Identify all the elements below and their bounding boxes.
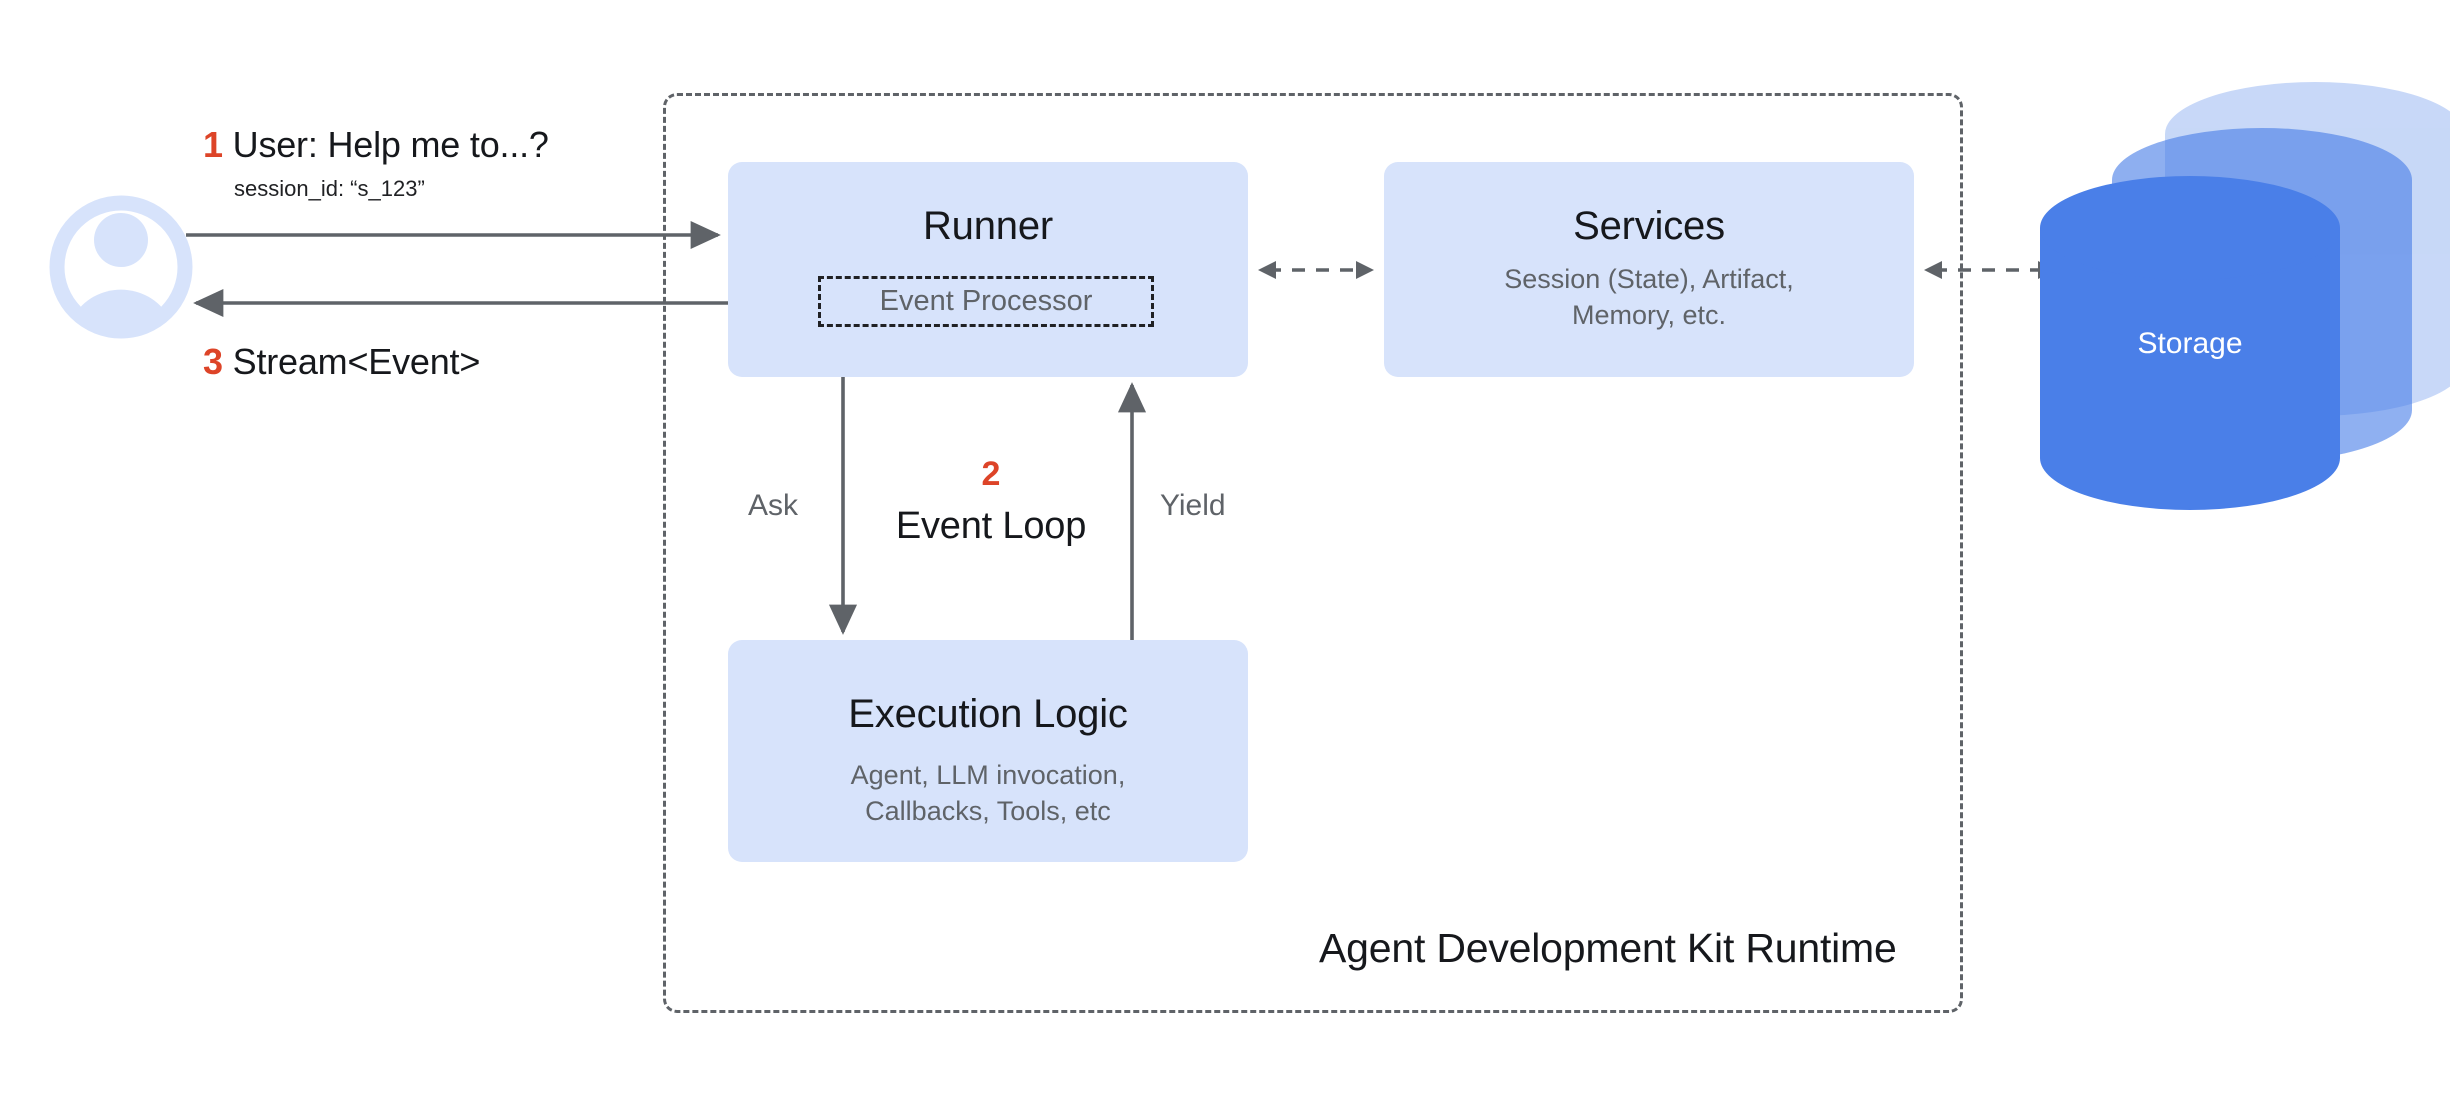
- node-services-subtitle: Session (State), Artifact, Memory, etc.: [1504, 264, 1794, 330]
- callout-step-2-number: 2: [981, 455, 1001, 493]
- callout-step-3-text: Stream<Event>: [232, 341, 481, 382]
- edge-label-yield: Yield: [1160, 489, 1226, 522]
- node-services[interactable]: Services Session (State), Artifact, Memo…: [1384, 162, 1914, 377]
- node-execution-logic[interactable]: Execution Logic Agent, LLM invocation, C…: [728, 640, 1248, 862]
- node-runner-title: Runner: [923, 204, 1053, 248]
- event-processor-label: Event Processor: [879, 285, 1093, 317]
- node-services-title: Services: [1573, 204, 1725, 248]
- callout-step-1: 1 User: Help me to...?: [203, 124, 549, 166]
- callout-step-3-number: 3: [203, 341, 223, 382]
- event-processor-chip[interactable]: Event Processor: [818, 276, 1154, 327]
- edge-label-ask: Ask: [748, 489, 799, 522]
- callout-step-3: 3 Stream<Event>: [203, 341, 480, 383]
- callout-step-1-number: 1: [203, 124, 223, 165]
- edge-runner-to-services: [1258, 261, 1374, 279]
- user-avatar-icon: [49, 195, 193, 339]
- node-execution-logic-subtitle: Agent, LLM invocation, Callbacks, Tools,…: [850, 760, 1126, 826]
- node-runner[interactable]: Runner Event Processor: [728, 162, 1248, 377]
- callout-step-1-text: User: Help me to...?: [232, 124, 549, 165]
- callout-step-2-text: Event Loop: [895, 505, 1087, 547]
- callout-step-1-subtext: session_id: “s_123”: [234, 176, 425, 201]
- storage-cylinder-icon: [2040, 82, 2450, 510]
- runtime-title: Agent Development Kit Runtime: [1319, 925, 1897, 971]
- node-execution-logic-title: Execution Logic: [848, 692, 1128, 736]
- runtime-boundary: [663, 93, 1963, 1013]
- storage-label: Storage: [2137, 327, 2243, 360]
